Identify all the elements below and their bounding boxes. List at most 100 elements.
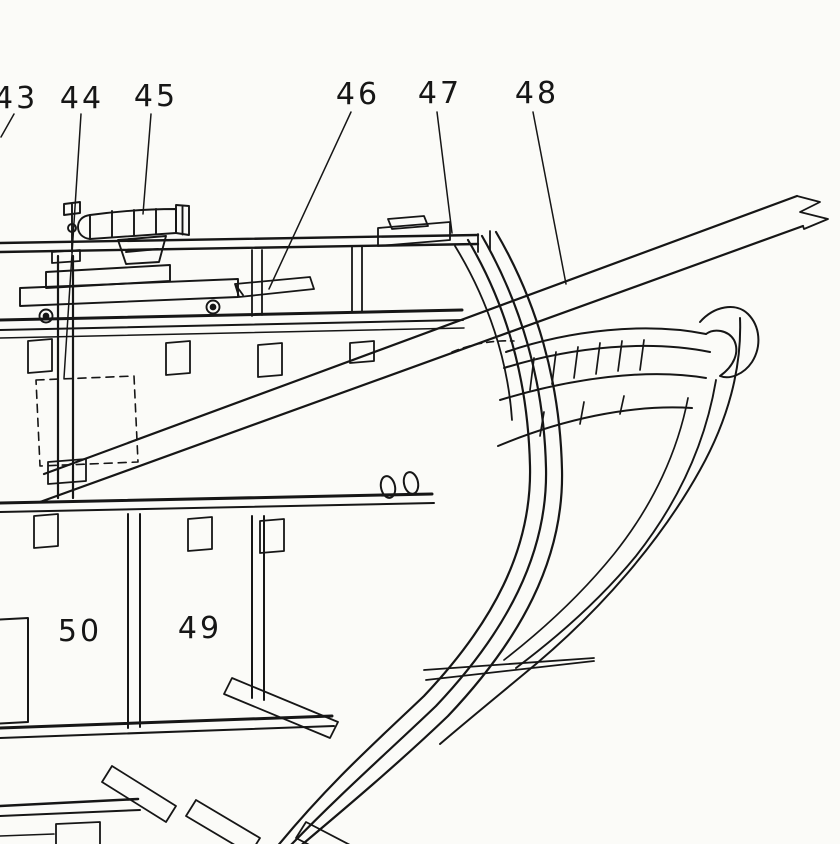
spar-lines xyxy=(423,657,595,681)
bowsprit-bitts xyxy=(35,249,139,500)
cheek-rail xyxy=(497,406,693,447)
hold-frames xyxy=(0,513,265,729)
callout-50: 50 xyxy=(58,614,102,649)
stem-mid xyxy=(290,234,548,844)
rail-block xyxy=(377,221,451,247)
cannon-breech-post xyxy=(63,201,81,253)
keel-area xyxy=(0,797,141,844)
slat-8 xyxy=(579,401,585,425)
hawse-holes xyxy=(379,471,420,499)
cant-timber-1 xyxy=(223,677,339,739)
beam-end-3 xyxy=(257,342,283,378)
cannon-cascabel xyxy=(77,214,91,240)
main-deck-top xyxy=(0,492,434,505)
hawse-hole-left xyxy=(379,475,397,499)
rabbet-dashed xyxy=(451,340,515,353)
head-rail-top xyxy=(505,327,707,353)
callout-48: 48 xyxy=(515,76,559,111)
lower-deck-top xyxy=(0,714,334,730)
rail-end-ticks xyxy=(477,230,491,253)
leader-line-45 xyxy=(142,113,152,215)
leader-lines xyxy=(0,111,567,379)
main-deck xyxy=(0,492,435,554)
deck-beam-end-2 xyxy=(187,516,213,552)
leader-line-43 xyxy=(0,113,15,138)
slat-6 xyxy=(639,339,645,371)
callout-labels: 43 44 45 46 47 48 49 50 xyxy=(0,76,559,649)
frame-pair-mid xyxy=(127,513,141,729)
beam-end-1 xyxy=(27,338,53,374)
cannon-barrel xyxy=(89,208,177,240)
stem-assembly xyxy=(277,230,564,844)
slat-4 xyxy=(595,342,601,375)
leader-line-47 xyxy=(436,111,453,234)
bow-plank-seam-1 xyxy=(515,379,717,669)
stem-outer xyxy=(301,230,564,844)
beam-end-2 xyxy=(165,340,191,376)
rail-cap-top xyxy=(0,233,480,245)
bowsprit-lower-edge xyxy=(38,224,805,504)
hidden-step-dashed xyxy=(35,375,139,467)
head-rail-upper xyxy=(503,344,711,369)
deck-beam-end-1 xyxy=(33,513,59,549)
bowsprit-upper-edge xyxy=(42,194,799,476)
cant-timber-2 xyxy=(101,765,177,823)
slat-1 xyxy=(529,357,535,391)
cannon-muzzle-ring xyxy=(175,204,190,236)
side-keelson-block xyxy=(0,617,29,725)
callout-46: 46 xyxy=(336,77,380,112)
callout-47: 47 xyxy=(418,76,462,111)
slat-7 xyxy=(539,411,545,437)
cannon-platform xyxy=(19,278,239,307)
callout-45: 45 xyxy=(134,79,178,114)
bitt-cap xyxy=(51,249,81,264)
callout-49: 49 xyxy=(178,611,222,646)
bulwark-stanchion-2 xyxy=(351,245,363,313)
keel-line-3 xyxy=(0,833,55,837)
cannon-eye-bolt xyxy=(67,223,77,233)
cant-timber-4 xyxy=(295,821,351,844)
keelson-line-1 xyxy=(0,797,140,808)
slat-2 xyxy=(551,351,557,385)
slat-3 xyxy=(573,346,579,379)
ring-bolt-right xyxy=(205,299,221,315)
callout-43: 43 xyxy=(0,81,38,116)
head-rail-lower xyxy=(499,373,707,401)
deck-beam-end-3 xyxy=(259,518,285,554)
ring-bolt-left xyxy=(38,308,54,324)
slat-5 xyxy=(617,340,623,372)
planksheer-bottom xyxy=(0,327,465,339)
bitt-posts xyxy=(56,254,75,500)
figurehead-scroll xyxy=(699,306,760,379)
leader-line-48 xyxy=(532,111,567,285)
forecastle-deck xyxy=(0,245,465,378)
planksheer-top xyxy=(0,308,464,322)
stemson-partial xyxy=(454,245,513,421)
beam-end-4 xyxy=(349,340,375,364)
planksheer-mid xyxy=(0,319,464,331)
cannon xyxy=(19,201,239,324)
stowed-spar xyxy=(423,657,595,681)
mast-step-block xyxy=(55,821,101,844)
keelson-line-2 xyxy=(0,809,141,817)
main-deck-bottom xyxy=(0,502,435,513)
bow-profile-outer xyxy=(439,317,742,745)
hawse-hole-right xyxy=(402,471,420,495)
slat-9 xyxy=(619,395,625,415)
bowsprit xyxy=(38,194,829,504)
bitt-foot-block xyxy=(47,458,87,485)
bow-plank-seam-2 xyxy=(503,397,689,661)
apron-inner xyxy=(277,238,532,844)
lower-deck-bottom xyxy=(0,725,335,739)
head-rail-slats xyxy=(529,339,645,437)
cannon-reinforce-rings xyxy=(111,208,157,238)
leader-line-46 xyxy=(268,111,352,290)
cant-timber-3 xyxy=(185,799,261,844)
frame-pair-right xyxy=(251,515,265,701)
lower-deck xyxy=(0,714,335,739)
ring-bolt-right-pin xyxy=(209,303,217,311)
head-structure xyxy=(439,306,760,745)
diagonal-timbers xyxy=(101,677,351,844)
